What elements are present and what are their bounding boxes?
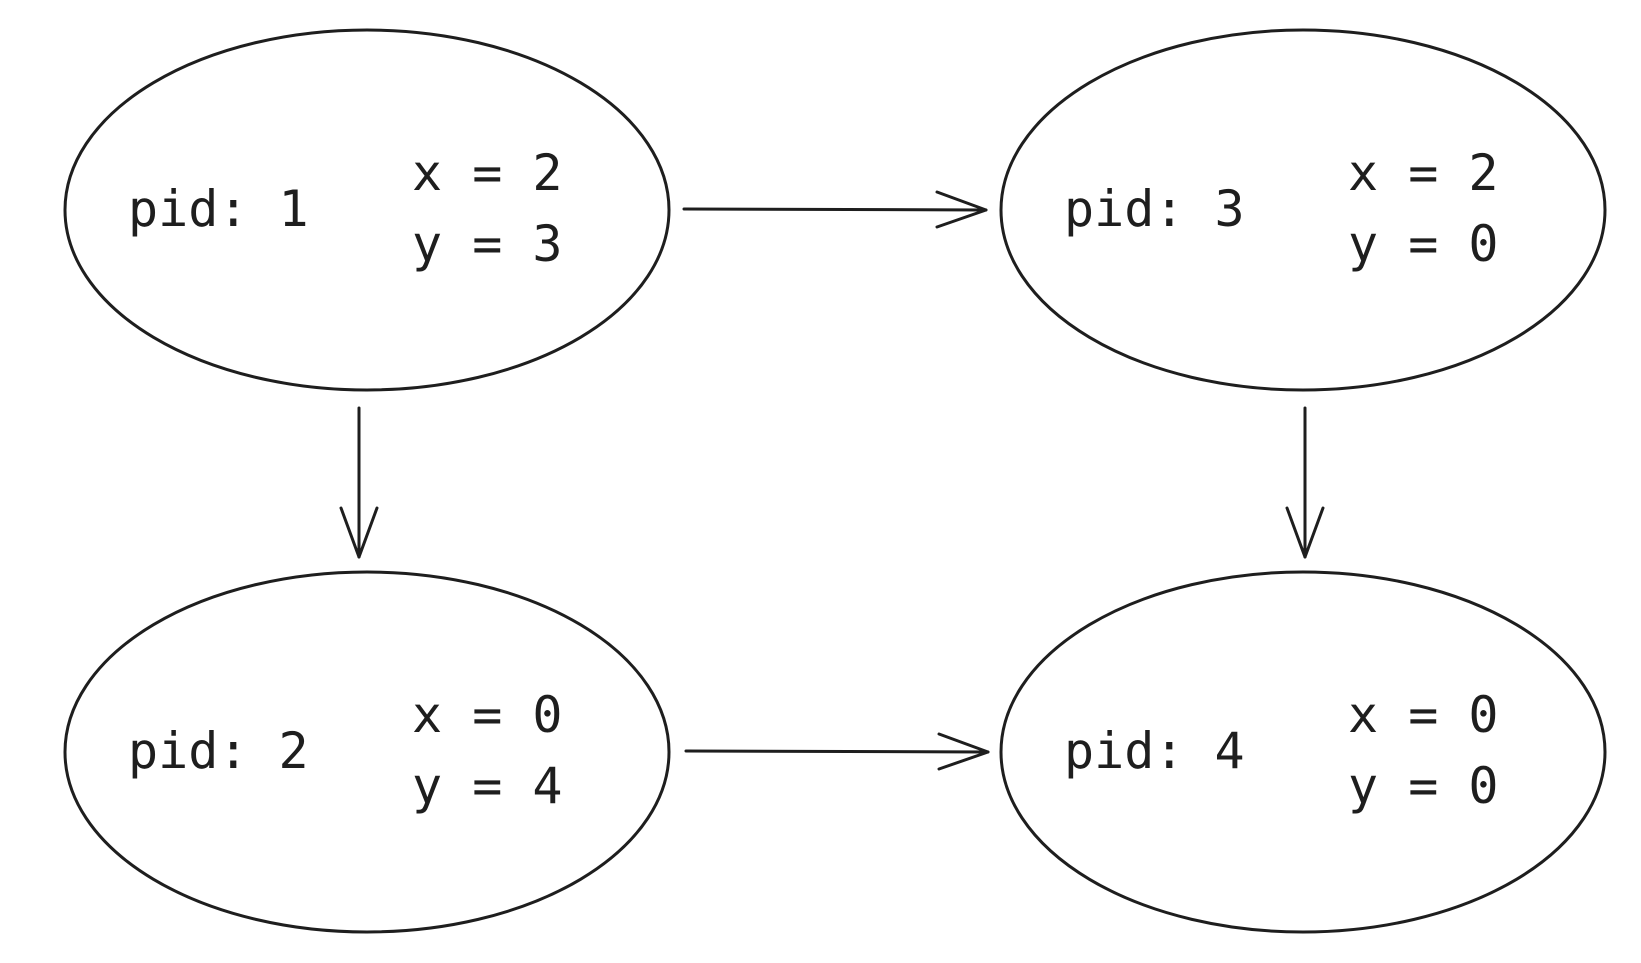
process-node: pid: 1 x = 2 y = 3 xyxy=(63,28,671,392)
process-node: pid: 2 x = 0 y = 4 xyxy=(63,570,671,934)
edge-pid3-to-pid4 xyxy=(1285,406,1325,559)
arrowhead-right-icon xyxy=(937,732,990,771)
node-ellipse xyxy=(999,570,1607,934)
node-x-value: x = 2 xyxy=(412,144,563,202)
node-x-value: x = 0 xyxy=(412,686,563,744)
arrowhead-right-icon xyxy=(935,190,988,229)
edge-pid2-to-pid4 xyxy=(684,732,990,771)
node-y-value: y = 3 xyxy=(412,215,563,273)
process-node: pid: 3 x = 2 y = 0 xyxy=(999,28,1607,392)
arrowhead-down-icon xyxy=(339,506,379,559)
node-pid-label: pid: 1 xyxy=(128,180,309,238)
arrowhead-down-icon xyxy=(1285,506,1325,559)
edge-line xyxy=(682,207,988,212)
node-x-value: x = 0 xyxy=(1348,686,1499,744)
edge-pid1-to-pid2 xyxy=(339,406,379,559)
node-ellipse xyxy=(63,570,671,934)
node-ellipse xyxy=(63,28,671,392)
node-y-value: y = 4 xyxy=(412,757,563,815)
node-y-value: y = 0 xyxy=(1348,757,1499,815)
node-ellipse xyxy=(999,28,1607,392)
node-pid-label: pid: 3 xyxy=(1064,180,1245,238)
node-x-value: x = 2 xyxy=(1348,144,1499,202)
process-node: pid: 4 x = 0 y = 0 xyxy=(999,570,1607,934)
node-y-value: y = 0 xyxy=(1348,215,1499,273)
edge-line xyxy=(684,749,990,754)
node-pid-label: pid: 2 xyxy=(128,722,309,780)
edge-pid1-to-pid3 xyxy=(682,190,988,229)
node-pid-label: pid: 4 xyxy=(1064,722,1245,780)
